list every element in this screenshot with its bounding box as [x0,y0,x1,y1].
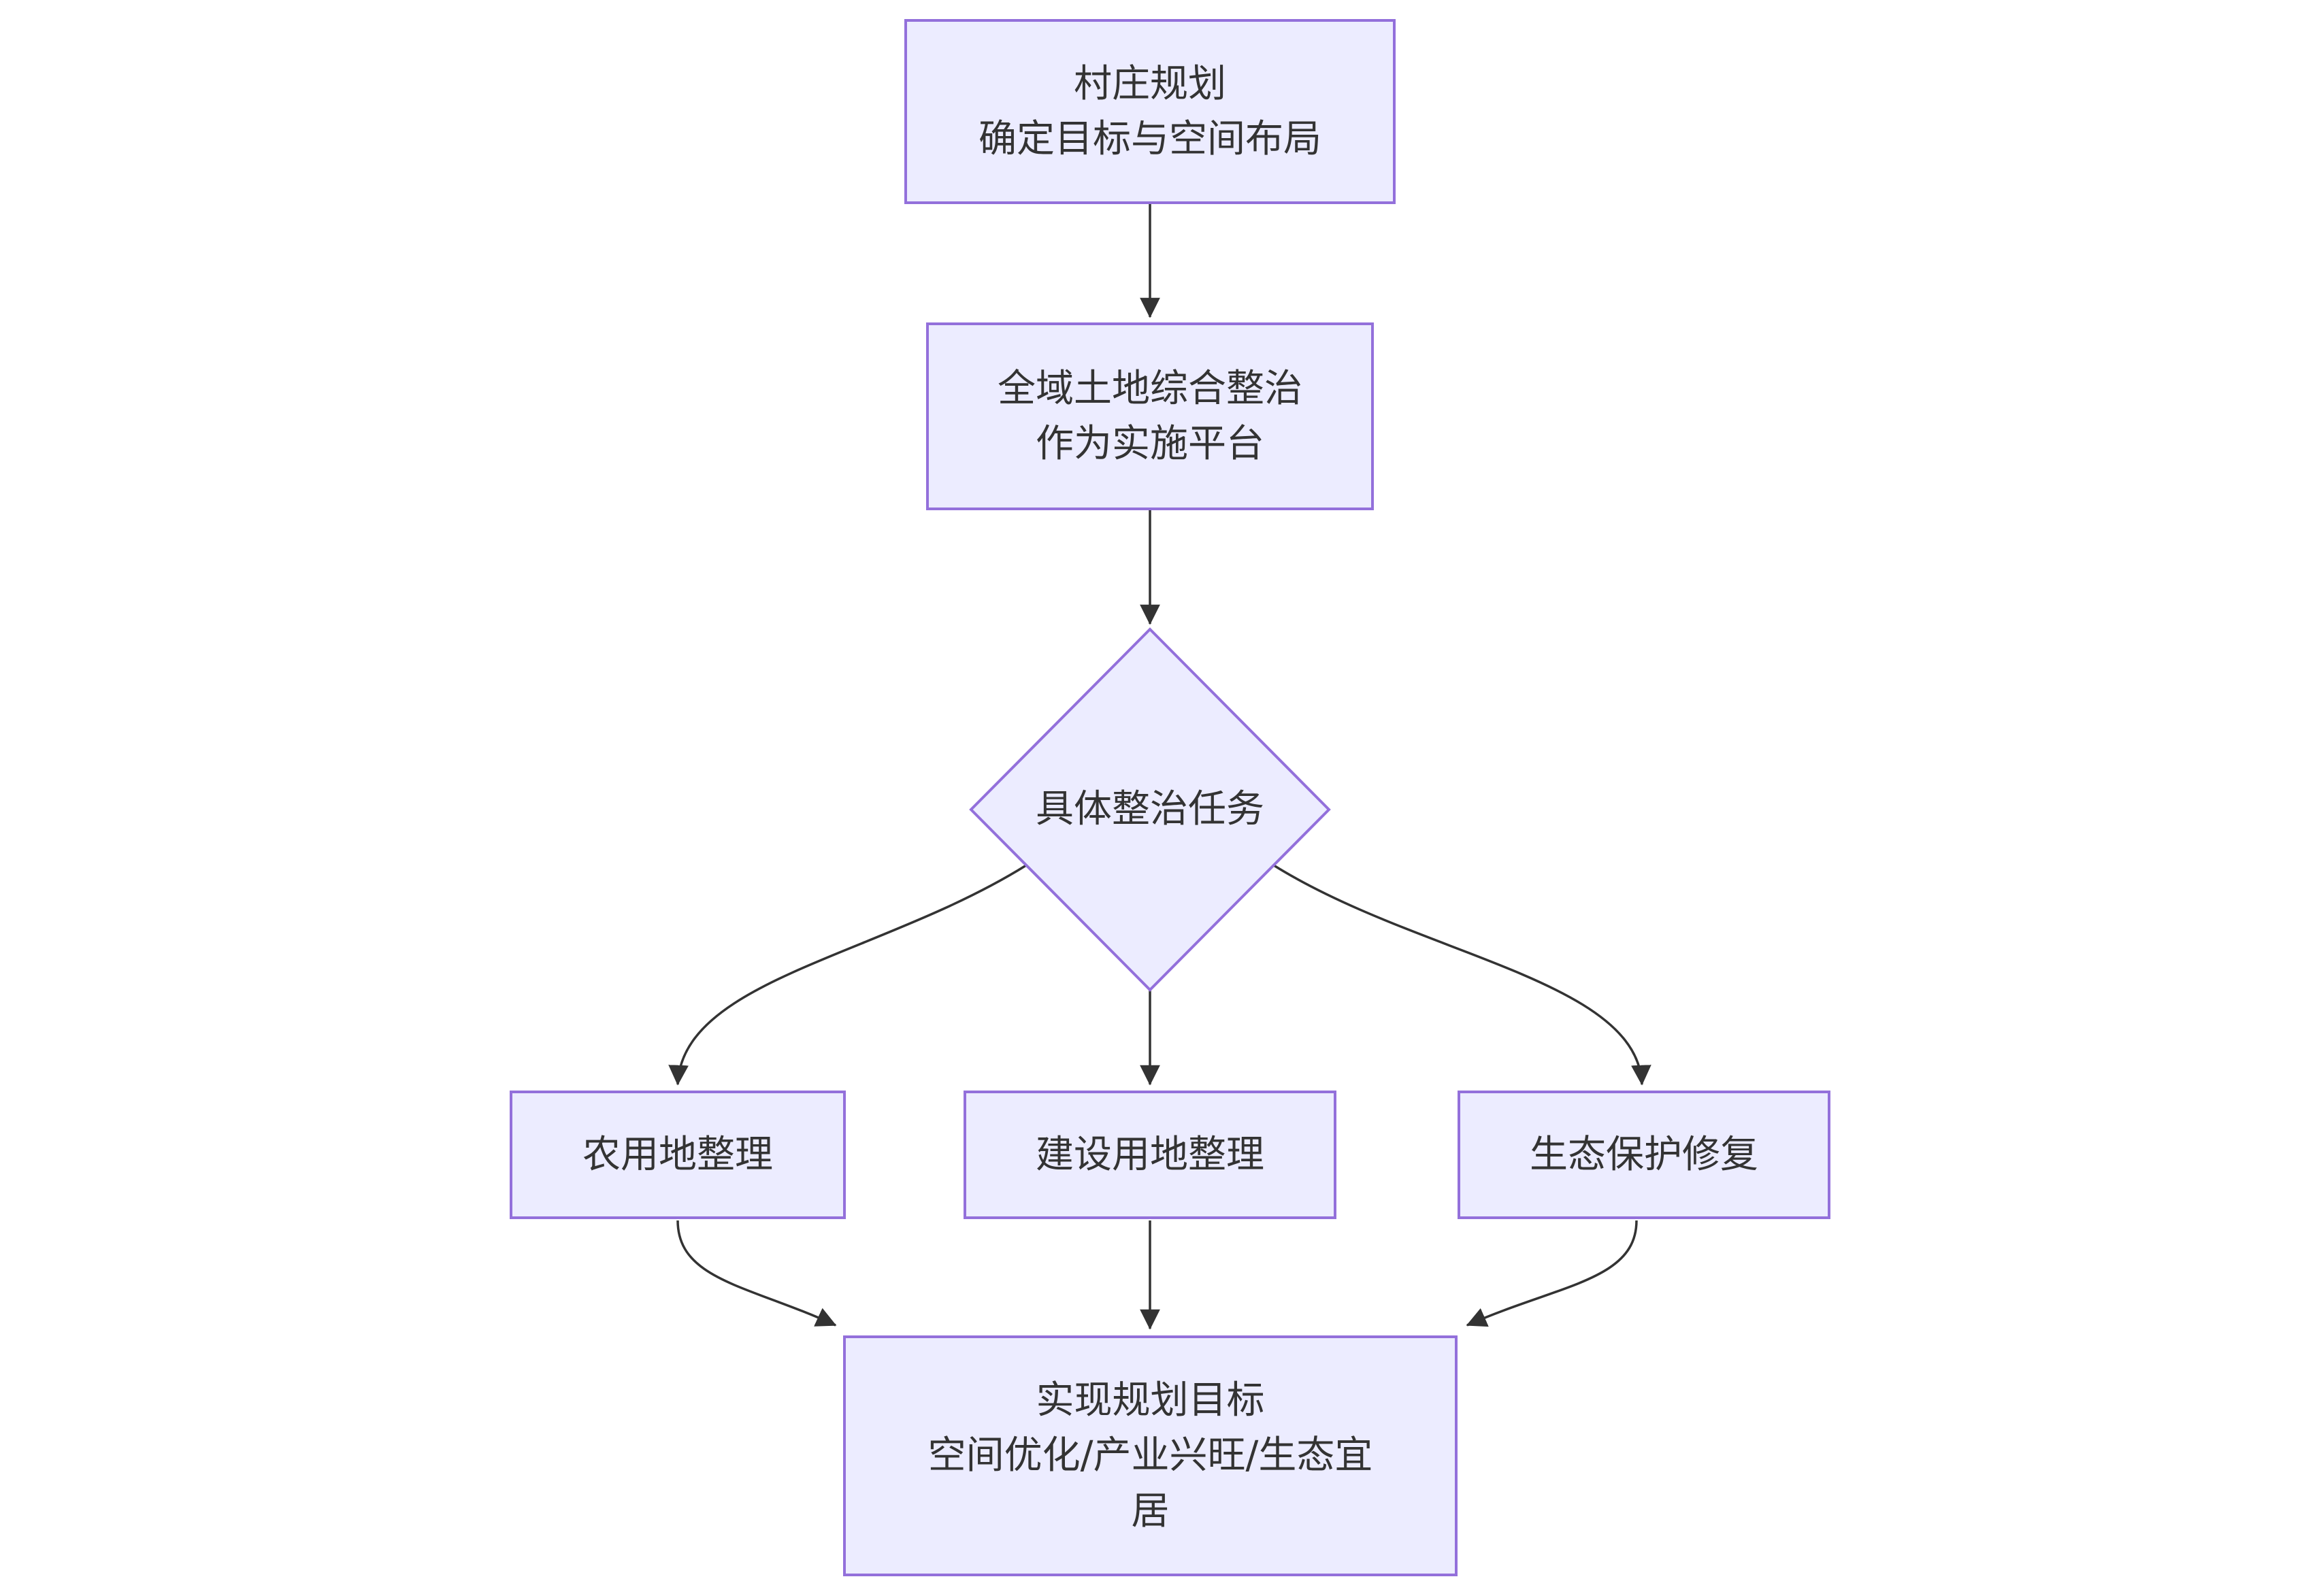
node-land-consolidation-platform-line2: 作为实施平台 [1036,422,1264,466]
node-village-planning: 村庄规划 确定目标与空间布局 [904,19,1396,204]
node-farmland-consolidation-line1: 农用地整理 [582,1132,773,1177]
node-specific-tasks-shape [969,627,1331,992]
node-village-planning-line2: 确定目标与空间布局 [978,117,1321,161]
node-achieve-planning-goals-line1: 实现规划目标 [1036,1378,1265,1423]
node-construction-land-consolidation: 建设用地整理 [964,1091,1336,1219]
edge-tasks-to-farmland [668,864,1027,1086]
node-land-consolidation-platform-line1: 全域土地综合整治 [998,366,1302,411]
node-ecological-restoration: 生态保护修复 [1458,1091,1830,1219]
edge-farmland-to-goals [676,1220,837,1327]
node-village-planning-line1: 村庄规划 [1074,61,1226,106]
node-achieve-planning-goals-line2: 空间优化/产业兴旺/生态宜居 [927,1433,1373,1533]
node-construction-land-consolidation-line1: 建设用地整理 [1036,1132,1264,1177]
node-achieve-planning-goals: 实现规划目标 空间优化/产业兴旺/生态宜居 [843,1335,1458,1576]
node-farmland-consolidation: 农用地整理 [510,1091,846,1219]
edge-tasks-to-ecology [1273,864,1651,1086]
node-land-consolidation-platform: 全域土地综合整治 作为实施平台 [926,322,1374,510]
edge-ecology-to-goals [1466,1220,1638,1327]
node-ecological-restoration-line1: 生态保护修复 [1530,1132,1758,1177]
